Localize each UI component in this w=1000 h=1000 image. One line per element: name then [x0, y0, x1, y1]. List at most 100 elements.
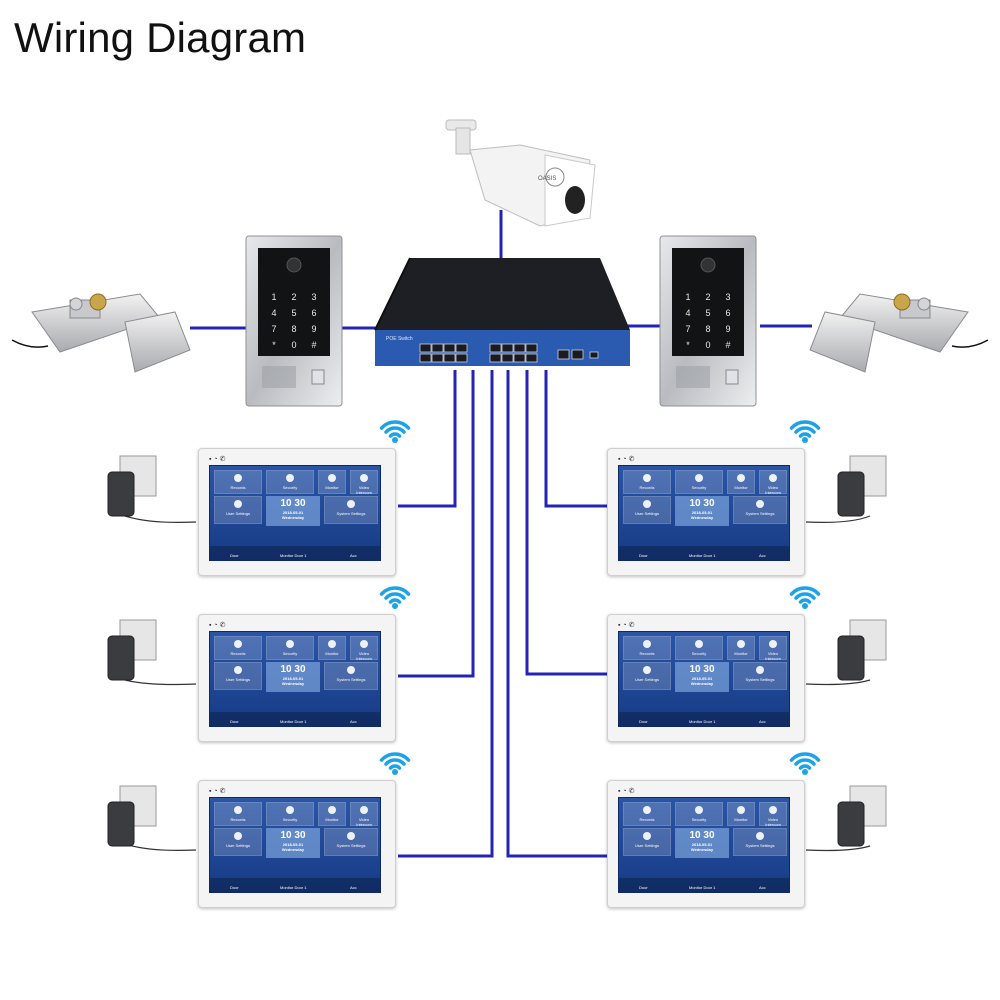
svg-text:0: 0 — [705, 340, 710, 350]
bottom-bar-label: Monitor Door 1 — [689, 885, 716, 890]
menu-tile: User Settings — [214, 496, 262, 524]
clock-time: 10 30 — [280, 830, 306, 841]
menu-tile: Video Intercom — [350, 802, 378, 827]
menu-tile: Video Intercom — [759, 470, 787, 495]
bottom-bar-label: Acc — [759, 885, 766, 890]
menu-tile: Monitor — [318, 802, 346, 826]
menu-tile: Records — [214, 802, 262, 826]
tile-label: Security — [691, 817, 707, 822]
tile-icon — [328, 806, 336, 814]
tile-label: User Settings — [634, 677, 659, 682]
menu-tile: Security — [266, 470, 314, 494]
clock-time: 10 30 — [280, 664, 306, 675]
tile-label: Monitor — [734, 817, 748, 822]
svg-text:#: # — [311, 340, 316, 350]
tile-label: Monitor — [734, 485, 748, 490]
svg-text:3: 3 — [311, 292, 316, 302]
menu-tile: Records — [214, 636, 262, 660]
svg-text:9: 9 — [725, 324, 730, 334]
tile-icon — [360, 640, 368, 648]
status-icons: ▪ ◔ ✆ — [618, 788, 635, 795]
tile-label: User Settings — [225, 677, 250, 682]
menu-tile: Video Intercom — [759, 636, 787, 661]
power-adapter-icon — [837, 619, 887, 681]
menu-tile: Security — [266, 802, 314, 826]
svg-text:7: 7 — [271, 324, 276, 334]
page-title: Wiring Diagram — [14, 14, 307, 61]
tile-icon — [328, 474, 336, 482]
tile-icon — [643, 832, 651, 840]
tile-icon — [328, 640, 336, 648]
tile-icon — [756, 500, 764, 508]
wifi-icon — [789, 752, 821, 775]
bottom-bar-label: Acc — [759, 719, 766, 724]
menu-tile: Records — [623, 802, 671, 826]
clock-time: 10 30 — [689, 830, 715, 841]
tile-label: Records — [230, 817, 246, 822]
svg-text:*: * — [272, 340, 276, 350]
bullet-camera-icon: OASIS — [445, 119, 596, 227]
tile-icon — [360, 806, 368, 814]
svg-text:8: 8 — [705, 324, 710, 334]
svg-text:1: 1 — [271, 292, 276, 302]
svg-text:4: 4 — [685, 308, 690, 318]
tile-label: User Settings — [225, 511, 250, 516]
tile-label: Records — [639, 817, 655, 822]
tile-label: User Settings — [634, 843, 659, 848]
tile-icon — [737, 806, 745, 814]
svg-text:5: 5 — [291, 308, 296, 318]
tile-icon — [695, 474, 703, 482]
menu-tile: System Settings — [733, 496, 787, 524]
tile-label: System Settings — [745, 843, 775, 848]
clock-weekday: Wednesday — [690, 681, 714, 686]
tile-label: System Settings — [745, 677, 775, 682]
tile-label: Records — [230, 651, 246, 656]
menu-tile: Security — [675, 802, 723, 826]
bottom-bar-label: Door — [639, 553, 648, 558]
clock-date: 2018-05-01 — [282, 842, 304, 847]
tile-icon — [737, 474, 745, 482]
clock-weekday: Wednesday — [281, 515, 305, 520]
wires — [190, 210, 812, 858]
tile-icon — [286, 806, 294, 814]
tile-icon — [769, 640, 777, 648]
menu-tile: Monitor — [318, 470, 346, 494]
electric-lock-icon-left — [11, 293, 191, 373]
svg-text:#: # — [725, 340, 730, 350]
menu-tile: Security — [675, 636, 723, 660]
tile-label: Security — [282, 485, 298, 490]
clock-time: 10 30 — [280, 498, 306, 509]
tile-label: Security — [691, 485, 707, 490]
svg-text:0: 0 — [291, 340, 296, 350]
tile-label: System Settings — [336, 677, 366, 682]
tile-icon — [695, 640, 703, 648]
clock-date: 2018-05-01 — [691, 510, 713, 515]
tile-label: Monitor — [734, 651, 748, 656]
svg-text:6: 6 — [311, 308, 316, 318]
menu-tile: User Settings — [214, 828, 262, 856]
clock-date: 2018-05-01 — [282, 676, 304, 681]
menu-tile: Records — [623, 470, 671, 494]
menu-tile: System Settings — [324, 496, 378, 524]
clock-weekday: Wednesday — [690, 847, 714, 852]
clock-weekday: Wednesday — [281, 681, 305, 686]
power-adapter-icon — [837, 455, 887, 517]
svg-text:1: 1 — [685, 292, 690, 302]
tile-icon — [643, 666, 651, 674]
tile-label: System Settings — [745, 511, 775, 516]
bottom-bar-label: Door — [230, 885, 239, 890]
menu-tile: Records — [623, 636, 671, 660]
tile-label: Security — [282, 651, 298, 656]
